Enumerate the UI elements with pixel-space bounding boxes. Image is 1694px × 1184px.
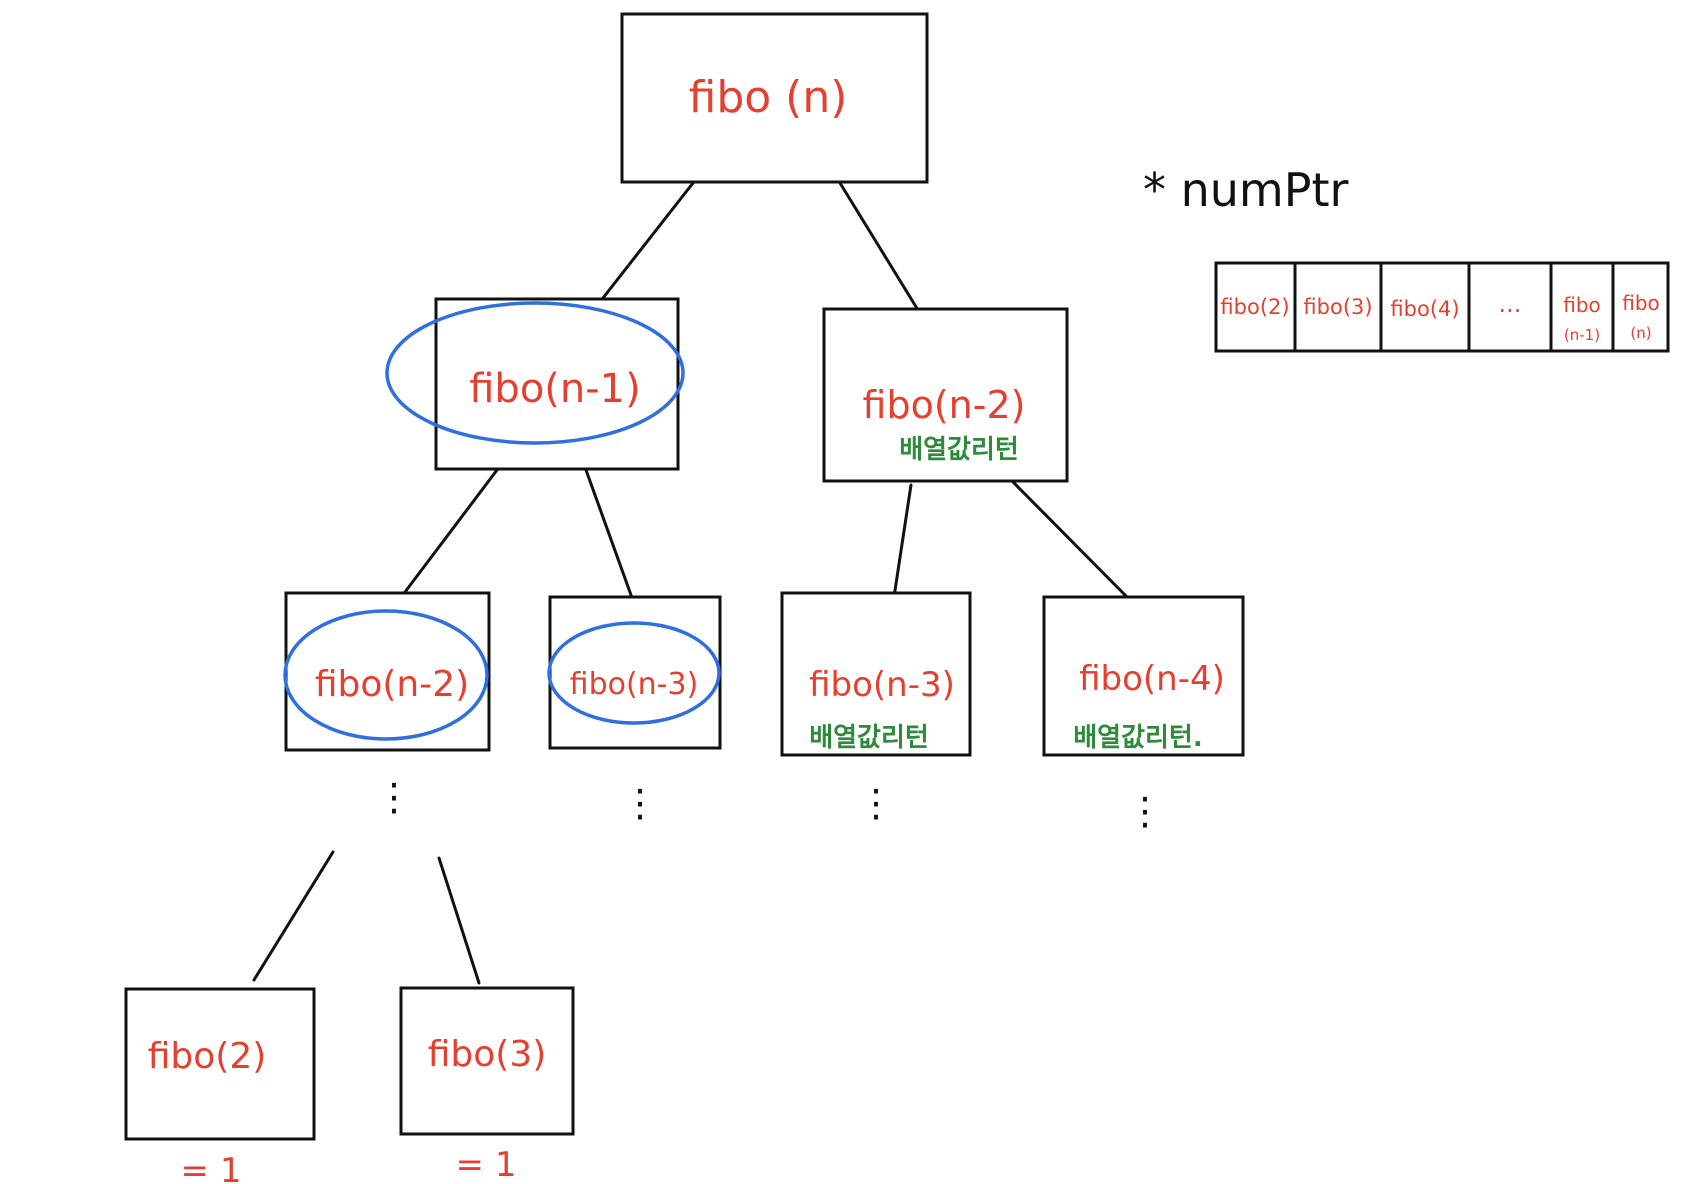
label-base-right: fibo(3) [428, 1034, 547, 1075]
ellipsis-rl: ⋮ [857, 781, 895, 825]
note-rl: 배열값리턴 [809, 723, 929, 753]
edge-left-lr [584, 468, 633, 597]
label-rl: fibo(n-3) [809, 665, 955, 705]
edge-ll-base-right [437, 856, 481, 985]
label-lr: fibo(n-3) [570, 667, 699, 702]
memo-cell-5-sub: (n-1) [1564, 326, 1600, 344]
edge-left-ll [403, 468, 499, 594]
ellipsis-lr: ⋮ [621, 781, 659, 825]
ellipsis-rr: ⋮ [1126, 789, 1164, 833]
node-base-right [399, 986, 575, 1136]
label-root: fibo (n) [689, 72, 848, 123]
highlight-lr [547, 621, 721, 725]
highlight-left [385, 301, 685, 445]
memo-cell-4: ... [1499, 290, 1522, 318]
edge-right-rr [1011, 480, 1134, 604]
memo-title: * numPtr [1143, 163, 1349, 217]
result-base-left: = 1 [181, 1151, 242, 1184]
result-base-right: = 1 [456, 1145, 517, 1184]
node-rl [780, 591, 972, 757]
memo-cell-5: fibo [1563, 293, 1601, 317]
label-left: fibo(n-1) [469, 366, 641, 412]
node-right [822, 307, 1069, 483]
label-rr: fibo(n-4) [1079, 659, 1225, 699]
note-right: 배열값리턴 [899, 435, 1019, 465]
edge-right-rl [892, 483, 913, 599]
memo-cell-2: fibo(3) [1303, 295, 1372, 319]
edge-ll-base-left [252, 850, 335, 982]
note-rr: 배열값리턴. [1073, 723, 1202, 753]
memo-array [1214, 261, 1670, 353]
memo-cell-3: fibo(4) [1390, 297, 1459, 321]
memo-cell-6: fibo [1622, 291, 1660, 315]
edge-root-left [601, 181, 695, 300]
node-base-left [124, 987, 316, 1141]
edge-root-right [838, 181, 920, 312]
memo-cell-1: fibo(2) [1220, 295, 1289, 319]
memo-cell-6-sub: (n) [1630, 324, 1651, 342]
label-right: fibo(n-2) [863, 383, 1026, 427]
ellipsis-ll: ⋮ [375, 775, 413, 819]
highlight-ll [283, 609, 489, 741]
node-rr [1042, 595, 1245, 757]
node-root [620, 12, 929, 184]
label-ll: fibo(n-2) [315, 664, 469, 705]
label-base-left: fibo(2) [148, 1036, 267, 1077]
